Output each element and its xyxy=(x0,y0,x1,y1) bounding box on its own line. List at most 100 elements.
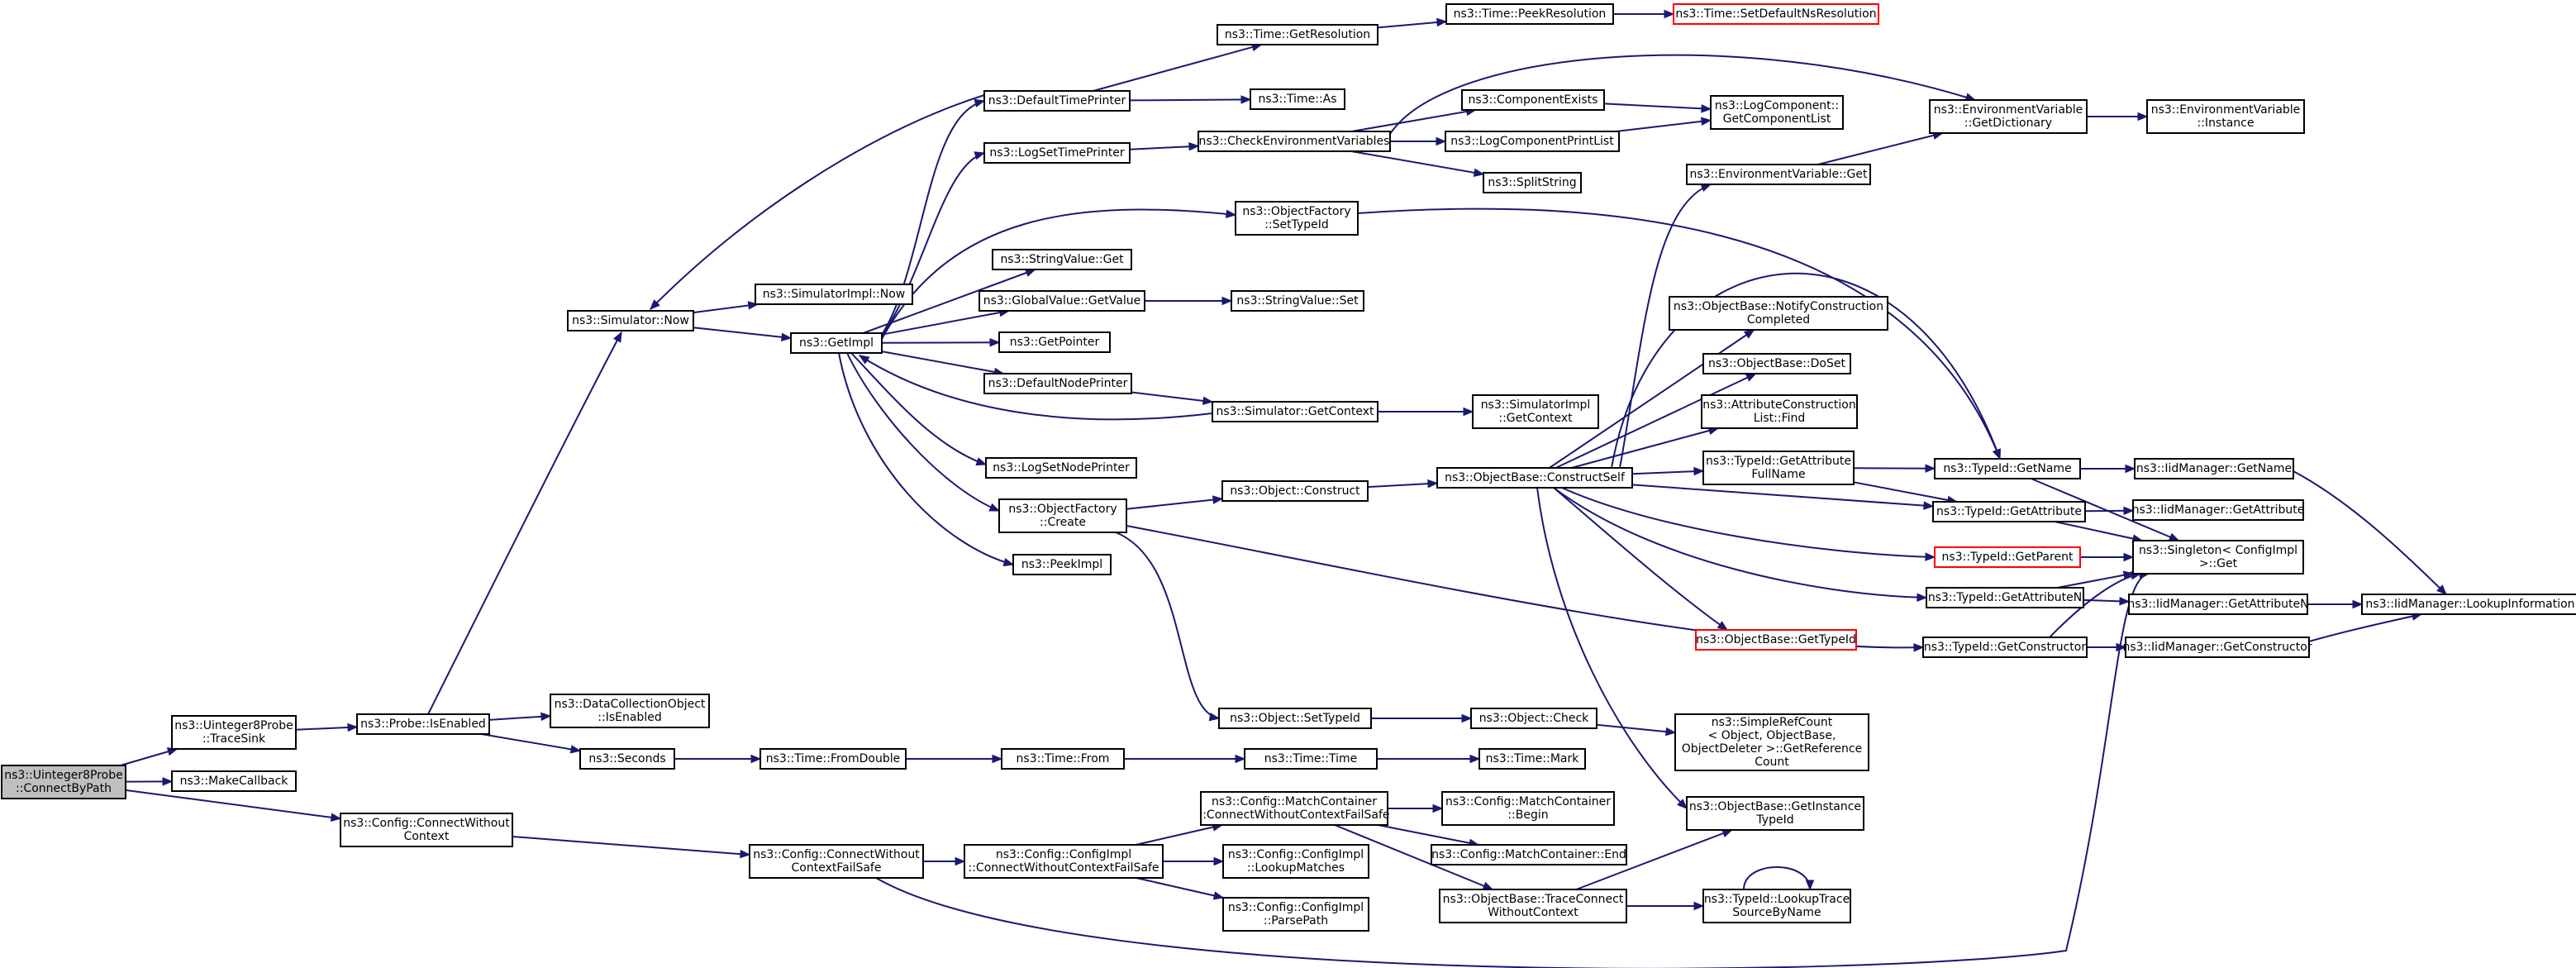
node-gvgetval[interactable]: ns3::GlobalValue::GetValue xyxy=(978,290,1145,312)
node-label: ns3::ObjectBase::NotifyConstruction xyxy=(1674,300,1883,313)
node-logsnp[interactable]: ns3::LogSetNodePrinter xyxy=(985,457,1137,479)
node-cfgimplparse[interactable]: ns3::Config::ConfigImpl::ParsePath xyxy=(1222,897,1369,932)
edge-getimpl-to-gvgetval xyxy=(881,308,1011,336)
node-u8trace[interactable]: ns3::Uinteger8Probe::TraceSink xyxy=(171,715,297,750)
edge-line xyxy=(2031,478,2179,541)
node-simnow[interactable]: ns3::Simulator::Now xyxy=(567,310,694,331)
node-mcend[interactable]: ns3::Config::MatchContainer::End xyxy=(1431,844,1627,865)
node-logcompgcl[interactable]: ns3::LogComponent::GetComponentList xyxy=(1710,95,1844,130)
node-label: ns3::ObjectBase::ConstructSelf xyxy=(1445,471,1626,484)
node-strvget[interactable]: ns3::StringValue::Get xyxy=(992,249,1132,270)
node-iidlookup[interactable]: ns3::IidManager::LookupInformation xyxy=(2361,594,2576,615)
node-timemark[interactable]: ns3::Time::Mark xyxy=(1478,748,1586,770)
node-iidgetctor[interactable]: ns3::IidManager::GetConstructor xyxy=(2122,637,2312,658)
edge-arrowhead xyxy=(1677,799,1688,809)
node-simimplnow[interactable]: ns3::SimulatorImpl::Now xyxy=(755,284,913,305)
node-compexists[interactable]: ns3::ComponentExists xyxy=(1461,89,1605,111)
node-dcoisen[interactable]: ns3::DataCollectionObject::IsEnabled xyxy=(550,694,710,728)
node-seconds[interactable]: ns3::Seconds xyxy=(579,748,675,770)
node-tidgetattrn[interactable]: ns3::TypeId::GetAttributeN xyxy=(1926,587,2084,608)
node-peekimpl[interactable]: ns3::PeekImpl xyxy=(1012,554,1112,575)
node-simgetctx[interactable]: ns3::Simulator::GetContext xyxy=(1212,401,1378,422)
edge-cfgcwc-to-cfgcwcfs xyxy=(512,836,751,859)
node-envinst[interactable]: ns3::EnvironmentVariable::Instance xyxy=(2146,99,2305,134)
node-tidgetattr[interactable]: ns3::TypeId::GetAttribute xyxy=(1932,501,2086,522)
node-timesetdef[interactable]: ns3::Time::SetDefaultNsResolution xyxy=(1673,3,1879,25)
node-simimplgetctx[interactable]: ns3::SimulatorImpl::GetContext xyxy=(1472,394,1599,429)
node-objcheck[interactable]: ns3::Object::Check xyxy=(1470,708,1598,729)
node-box xyxy=(1478,748,1586,770)
edge-line xyxy=(1129,145,1199,150)
edge-line xyxy=(1603,103,1712,110)
node-defnp[interactable]: ns3::DefaultNodePrinter xyxy=(983,373,1132,394)
node-obdoset[interactable]: ns3::ObjectBase::DoSet xyxy=(1702,353,1851,374)
edge-tidgetattrn-to-singleton xyxy=(2057,570,2135,589)
node-label: ns3::Time::Time xyxy=(1264,752,1357,765)
node-cfgcwcfs[interactable]: ns3::Config::ConnectWithoutContextFailSa… xyxy=(749,844,924,879)
node-logcpl[interactable]: ns3::LogComponentPrintList xyxy=(1445,131,1620,152)
node-timetime[interactable]: ns3::Time::Time xyxy=(1244,748,1378,770)
node-ofsettid[interactable]: ns3::ObjectFactory::SetTypeId xyxy=(1235,201,1359,236)
node-objconstruct[interactable]: ns3::Object::Construct xyxy=(1221,480,1369,502)
edge-obconstructself-to-obgettid xyxy=(1553,487,1729,631)
node-label: ns3::TypeId::LookupTrace xyxy=(1704,893,1850,906)
node-checkenv[interactable]: ns3::CheckEnvironmentVariables xyxy=(1198,131,1391,152)
node-label: ns3::Probe::IsEnabled xyxy=(360,718,486,731)
node-label: ns3::TypeId::GetAttributeN xyxy=(1928,591,2082,604)
node-getptr[interactable]: ns3::GetPointer xyxy=(998,331,1111,353)
node-ofcreate[interactable]: ns3::ObjectFactory::Create xyxy=(998,498,1127,533)
node-mccwcfs[interactable]: ns3::Config::MatchContainer::ConnectWith… xyxy=(1198,791,1390,826)
node-obnotify[interactable]: ns3::ObjectBase::NotifyConstructionCompl… xyxy=(1669,296,1888,331)
node-label: ContextFailSafe xyxy=(792,861,882,875)
node-label: ns3::LogComponent:: xyxy=(1715,99,1839,112)
edge-line xyxy=(2057,572,2134,589)
node-timefromdouble[interactable]: ns3::Time::FromDouble xyxy=(759,748,907,770)
node-makecb[interactable]: ns3::MakeCallback xyxy=(171,770,297,792)
node-iidgetattrn[interactable]: ns3::IidManager::GetAttributeN xyxy=(2127,594,2309,615)
node-iidgetname[interactable]: ns3::IidManager::GetName xyxy=(2134,458,2294,479)
edge-arrowhead xyxy=(1482,881,1494,890)
node-label: ns3::LogSetNodePrinter xyxy=(993,461,1130,474)
node-timeas[interactable]: ns3::Time::As xyxy=(1250,88,1345,110)
node-tidgetname[interactable]: ns3::TypeId::GetName xyxy=(1934,458,2081,479)
node-timegetres[interactable]: ns3::Time::GetResolution xyxy=(1217,24,1378,45)
node-box xyxy=(1250,88,1345,110)
node-deftp[interactable]: ns3::DefaultTimePrinter xyxy=(983,90,1131,112)
node-cfgcwc[interactable]: ns3::Config::ConnectWithoutContext xyxy=(340,813,513,847)
edge-line xyxy=(1389,54,1976,135)
node-box xyxy=(2125,637,2310,658)
node-getimpl[interactable]: ns3::GetImpl xyxy=(790,332,883,354)
node-timefrom[interactable]: ns3::Time::From xyxy=(1001,748,1125,770)
node-probeisen[interactable]: ns3::Probe::IsEnabled xyxy=(356,713,490,735)
node-iidgetattr[interactable]: ns3::IidManager::GetAttribute xyxy=(2132,499,2305,521)
node-timepeekres[interactable]: ns3::Time::PeekResolution xyxy=(1445,3,1614,25)
node-splitstr[interactable]: ns3::SplitString xyxy=(1483,172,1582,193)
node-box xyxy=(1926,587,2084,608)
node-cfgimplcwcfs[interactable]: ns3::Config::ConfigImpl::ConnectWithoutC… xyxy=(964,844,1164,879)
node-tidgetparent[interactable]: ns3::TypeId::GetParent xyxy=(1934,546,2081,568)
node-cfgimpllookup[interactable]: ns3::Config::ConfigImpl::LookupMatches xyxy=(1222,844,1369,879)
node-box xyxy=(2132,499,2304,521)
node-label: ns3::Config::ConnectWithout xyxy=(753,848,920,861)
node-envget[interactable]: ns3::EnvironmentVariable::Get xyxy=(1686,164,1871,185)
node-obconstructself[interactable]: ns3::ObjectBase::ConstructSelf xyxy=(1436,467,1633,489)
node-obtraceconn[interactable]: ns3::ObjectBase::TraceConnectWithoutCont… xyxy=(1439,889,1627,923)
edge-line xyxy=(1561,487,1936,558)
node-obgettid[interactable]: ns3::ObjectBase::GetTypeId xyxy=(1695,629,1857,651)
node-tidgetctor[interactable]: ns3::TypeId::GetConstructor xyxy=(1922,637,2088,658)
edge-line xyxy=(881,310,1009,336)
node-envgetdict[interactable]: ns3::EnvironmentVariable::GetDictionary xyxy=(1929,99,2088,134)
node-objsettid[interactable]: ns3::Object::SetTypeId xyxy=(1218,708,1372,729)
node-simplerefcount[interactable]: ns3::SimpleRefCount< Object, ObjectBase,… xyxy=(1674,713,1869,771)
edge-arrowhead xyxy=(988,503,1001,512)
node-logstp[interactable]: ns3::LogSetTimePrinter xyxy=(983,142,1131,164)
node-strvset[interactable]: ns3::StringValue::Set xyxy=(1231,290,1364,312)
node-mcbegin[interactable]: ns3::Config::MatchContainer::Begin xyxy=(1441,791,1615,826)
node-singleton[interactable]: ns3::Singleton< ConfigImpl>::Get xyxy=(2132,540,2304,575)
edge-seconds-to-timefromdouble xyxy=(674,754,762,764)
edge-arrowhead xyxy=(1221,296,1233,306)
